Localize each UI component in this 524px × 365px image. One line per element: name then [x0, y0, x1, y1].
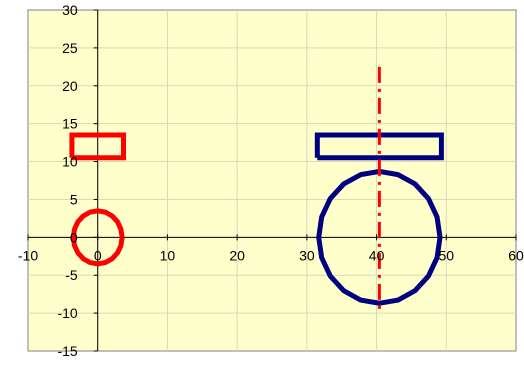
- y-tick-label: -15: [57, 343, 77, 359]
- x-tick-label: 30: [299, 247, 315, 263]
- y-tick-label: 0: [70, 229, 78, 245]
- y-tick-label: 25: [62, 40, 78, 56]
- x-tick-label: 50: [438, 247, 454, 263]
- series-small-rectangle: [69, 132, 127, 161]
- x-tick-label: 20: [229, 247, 245, 263]
- series-small-circle: [70, 208, 125, 267]
- x-tick-label: 60: [508, 247, 524, 263]
- series-large-circle: [316, 168, 443, 306]
- x-tick-label: 0: [94, 247, 102, 263]
- x-tick-label: 10: [160, 247, 176, 263]
- y-tick-label: 30: [62, 2, 78, 18]
- series-large-rectangle: [314, 132, 444, 161]
- plot-area: [27, 9, 517, 352]
- y-tick-label: -10: [57, 305, 77, 321]
- x-tick-label: -10: [18, 247, 38, 263]
- y-tick-label: 15: [62, 116, 78, 132]
- y-tick-label: 10: [62, 154, 78, 170]
- y-tick-label: -5: [65, 267, 78, 283]
- axes: [27, 9, 517, 352]
- tick-labels: -10 0 10 20 30 40 50 60 -15 -10 -5 0 5 10 15 20 25 30: [18, 2, 524, 359]
- y-tick-label: 5: [70, 191, 78, 207]
- series: [69, 66, 444, 310]
- y-tick-label: 20: [62, 78, 78, 94]
- x-tick-label: 40: [369, 247, 385, 263]
- gridlines: [28, 10, 516, 351]
